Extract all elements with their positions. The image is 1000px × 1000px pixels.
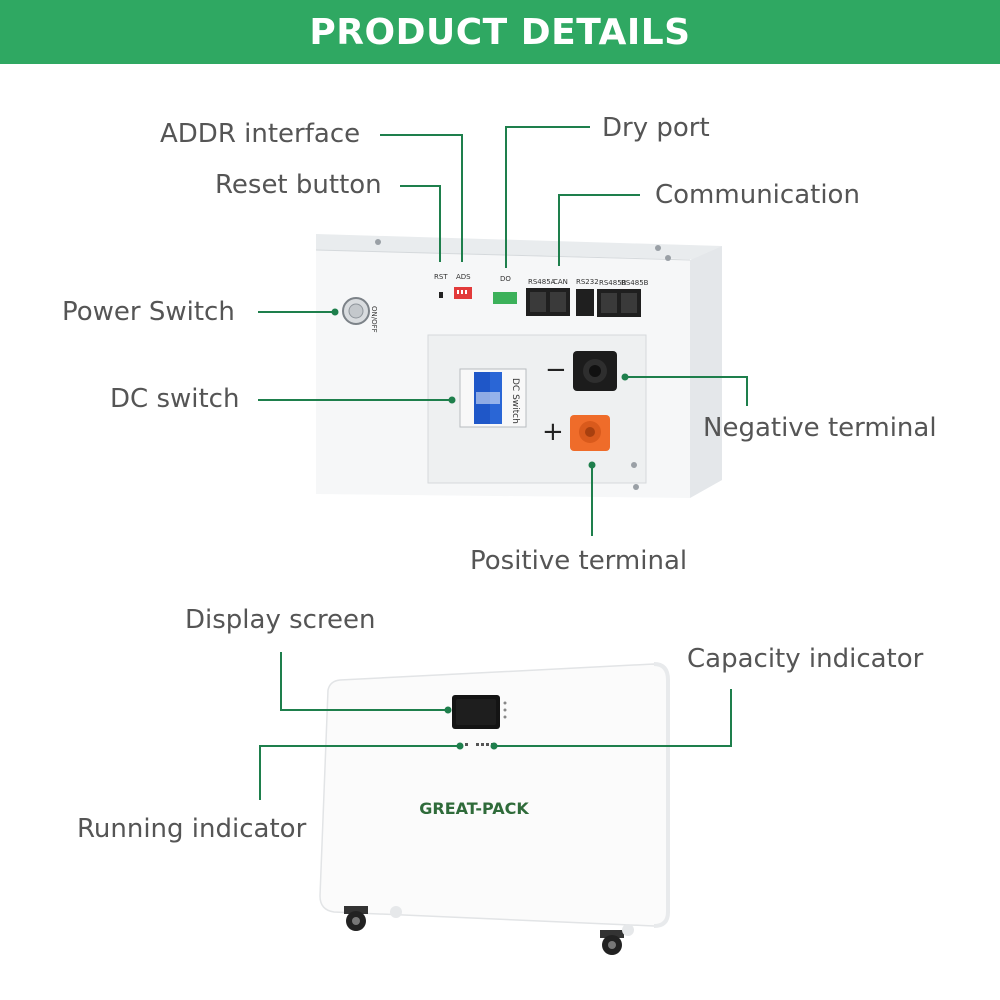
do-port-label: DO (500, 275, 511, 283)
battery-front (319, 662, 670, 928)
minus-sign: − (545, 355, 567, 385)
dry-port-connector[interactable] (493, 292, 517, 304)
dry-port-label: Dry port (602, 113, 710, 143)
rs232-port[interactable] (576, 289, 594, 316)
page-title: PRODUCT DETAILS (309, 11, 691, 53)
brand-logo: GREAT-PACK (419, 799, 529, 818)
front-right-wheel (600, 930, 624, 955)
dc-switch-label: DC switch (110, 384, 240, 414)
ads-port-label: ADS (456, 273, 471, 281)
communication-label: Communication (655, 180, 860, 210)
can-port-label: CAN (553, 278, 568, 286)
reset-button-label: Reset button (215, 170, 382, 200)
running-indicator-label: Running indicator (77, 814, 307, 844)
dc-switch-breaker[interactable] (459, 368, 527, 428)
rs485b-port-label: RS485B (599, 279, 627, 287)
display-screen-label: Display screen (185, 605, 376, 635)
rst-port-label: RST (434, 273, 448, 281)
screw-icon (665, 255, 671, 261)
addr-interface-label: ADDR interface (160, 119, 361, 149)
dc-switch-text: DC Switch (510, 378, 520, 424)
screw-icon (375, 239, 381, 245)
rs232-port-label: RS232 (576, 278, 599, 286)
header-banner: PRODUCT DETAILS (0, 0, 1000, 64)
negative-terminal-label: Negative terminal (703, 413, 937, 443)
power-switch-label: Power Switch (62, 297, 235, 327)
leader-lines (258, 126, 748, 800)
front-left-wheel (344, 906, 368, 931)
capacity-indicator-label: Capacity indicator (687, 644, 924, 674)
rs485b-port-label-2: RS485B (621, 279, 649, 287)
rs485a-port-label: RS485A (528, 278, 556, 286)
screw-icon (655, 245, 661, 251)
reset-button[interactable] (439, 292, 443, 298)
leader-dots (331, 308, 629, 750)
on-off-label: ON/OFF (370, 306, 378, 333)
positive-terminal-label: Positive terminal (470, 546, 688, 576)
plus-sign: + (542, 417, 564, 447)
running-indicator-led (465, 743, 468, 746)
